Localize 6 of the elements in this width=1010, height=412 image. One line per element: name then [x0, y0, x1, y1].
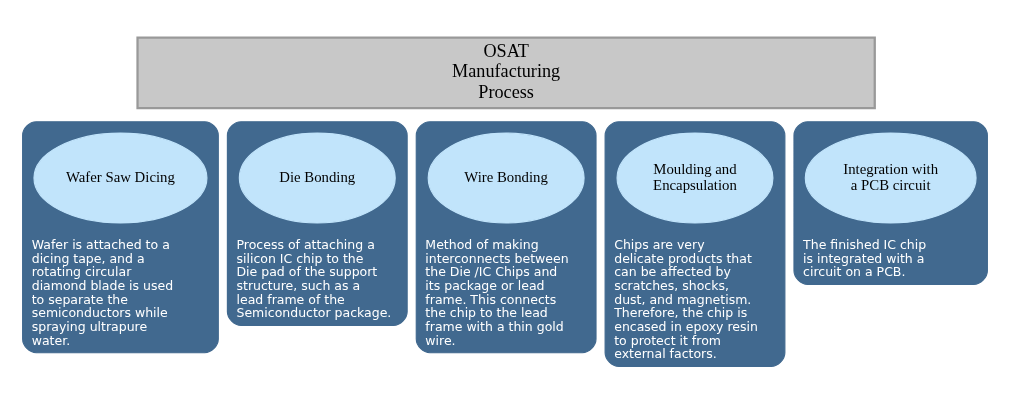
node-ellipse: Die Bonding — [238, 132, 396, 224]
node-box: OSAT Manufacturing Process — [136, 35, 876, 109]
node-ellipse: Wafer Saw Dicing — [33, 132, 208, 224]
node-ellipse: Integration with a PCB circuit — [804, 132, 977, 224]
node-ellipse: Moulding and Encapsulation — [616, 132, 774, 224]
node-ellipse: Wire Bonding — [427, 132, 585, 224]
